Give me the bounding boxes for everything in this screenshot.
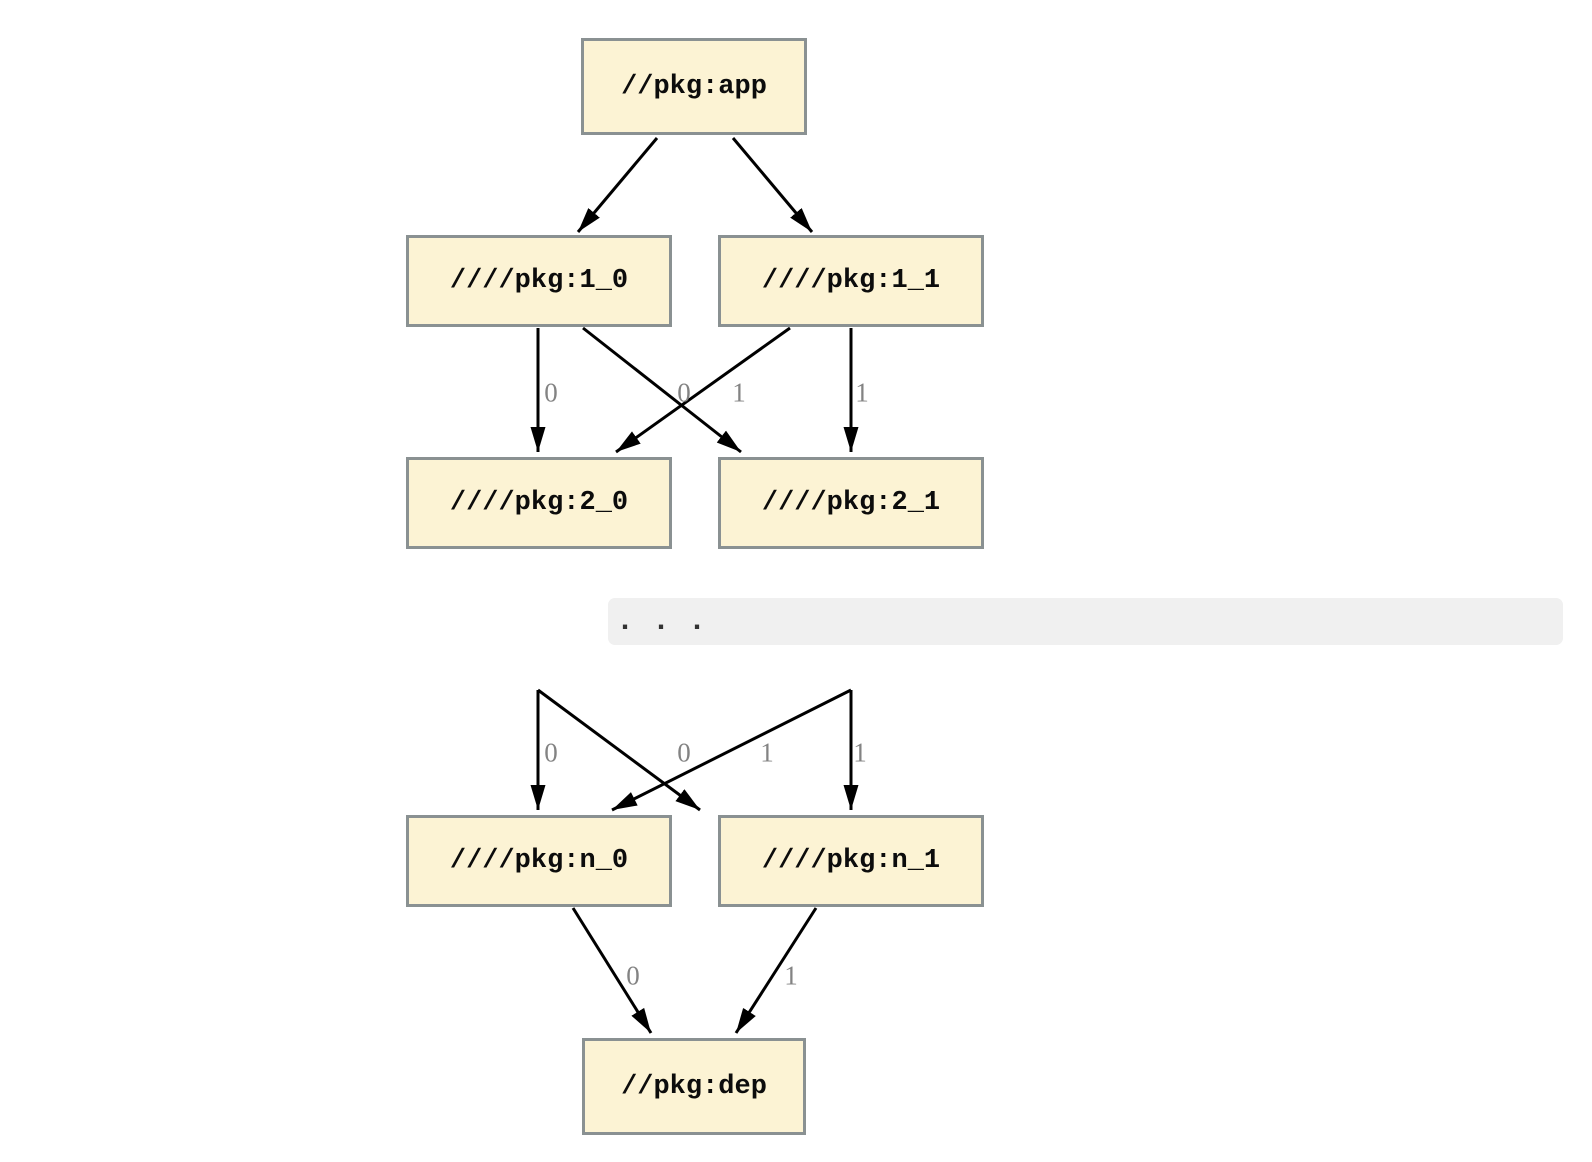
node-pkg-n_1: ////pkg:n_1 <box>718 815 984 907</box>
edge-label-1_0-to-2_1: 1 <box>732 377 746 408</box>
edge-1_1-to-2_0 <box>615 326 791 454</box>
node-pkg-app: //pkg:app <box>581 38 807 135</box>
edge-1_0-to-2_1 <box>582 326 742 454</box>
node-label: //pkg:app <box>621 71 767 102</box>
ellipsis-text: . . . <box>616 604 707 639</box>
node-label: //pkg:dep <box>621 1071 767 1102</box>
node-pkg-n_0: ////pkg:n_0 <box>406 815 672 907</box>
edge-n_1-to-dep <box>734 907 818 1034</box>
node-label: ////pkg:1_0 <box>449 266 629 296</box>
edge-label-n_0-to-dep: 0 <box>626 960 640 991</box>
edge-label-to-n_0-diagonal: 0 <box>677 737 691 768</box>
edge-label-to-n_0-vertical: 0 <box>544 737 558 768</box>
edge-label-n_1-to-dep: 1 <box>784 960 798 991</box>
ellipsis-row: . . . <box>608 598 1563 645</box>
node-label: ////pkg:1_1 <box>761 266 941 296</box>
node-label: ////pkg:n_1 <box>761 846 941 876</box>
edge-label-to-n_1-diagonal: 1 <box>760 737 774 768</box>
edge-label-1_0-to-2_0: 0 <box>544 377 558 408</box>
edge-ellipsis-to-n_1-diagonal <box>537 688 701 812</box>
node-label: ////pkg:2_0 <box>449 488 629 518</box>
node-pkg-1_0: ////pkg:1_0 <box>406 235 672 327</box>
node-label: ////pkg:n_0 <box>449 846 629 876</box>
edge-app-to-1_1 <box>731 137 814 233</box>
edge-ellipsis-to-n_0-diagonal <box>611 688 852 812</box>
edge-n_0-to-dep <box>571 907 653 1034</box>
edge-label-1_1-to-2_0: 0 <box>677 377 691 408</box>
node-pkg-1_1: ////pkg:1_1 <box>718 235 984 327</box>
node-label: ////pkg:2_1 <box>761 488 941 518</box>
node-pkg-2_0: ////pkg:2_0 <box>406 457 672 549</box>
node-pkg-2_1: ////pkg:2_1 <box>718 457 984 549</box>
edge-label-1_1-to-2_1: 1 <box>855 377 869 408</box>
node-pkg-dep: //pkg:dep <box>582 1038 806 1135</box>
edge-label-to-n_1-vertical: 1 <box>853 737 867 768</box>
edge-app-to-1_0 <box>576 137 659 233</box>
